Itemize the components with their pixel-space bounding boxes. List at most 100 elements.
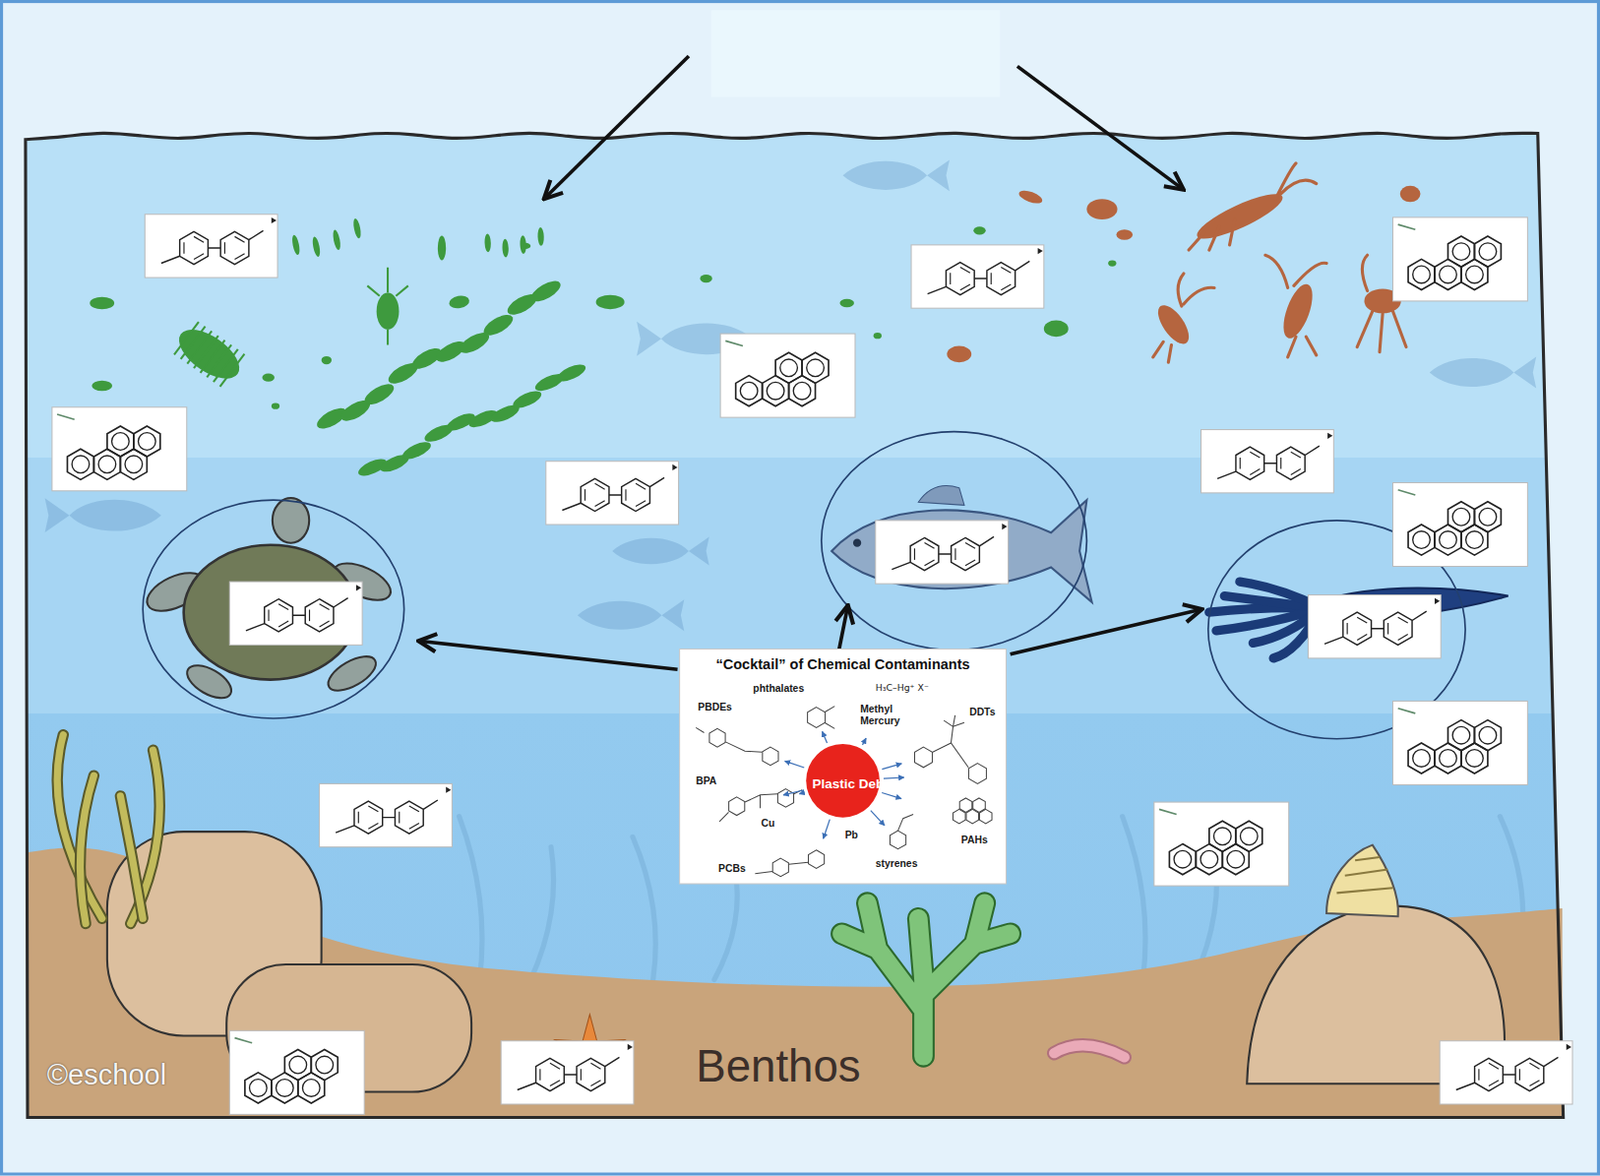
icon-card [1307, 595, 1441, 659]
benzene-ring [1235, 820, 1263, 852]
coral-outline [842, 903, 1011, 1057]
release-arrow [870, 810, 885, 826]
double-bond [235, 253, 246, 260]
corner-mark [1038, 247, 1044, 254]
animal-ring [821, 431, 1088, 651]
benzene-ring [762, 746, 779, 766]
phytoplankton-flagella [367, 267, 408, 346]
pcb-structure-icon [875, 520, 1009, 584]
benzene-ring [777, 789, 794, 808]
benzene-ring [394, 800, 424, 834]
corner-arrow [1398, 708, 1416, 714]
phytoplankton-chain [501, 239, 509, 258]
double-bond [358, 811, 360, 824]
double-bond [595, 500, 606, 507]
benzene-ring [107, 426, 134, 457]
double-bond [1529, 1062, 1539, 1069]
aromatic-ring [1413, 265, 1431, 284]
phytoplankton-chain [331, 229, 342, 251]
benzene-ring [772, 858, 789, 877]
aromatic-ring [766, 381, 785, 400]
corner-arrow [1159, 808, 1177, 814]
aromatic-ring [1452, 726, 1471, 744]
benzene-ring [1383, 612, 1413, 645]
corner-mark [1566, 1044, 1572, 1050]
corner-arrow [725, 340, 743, 346]
icon-card [1392, 217, 1528, 302]
pah-structure-icon [1154, 801, 1290, 886]
benzene-ring [1474, 236, 1501, 267]
corner-arrow [1398, 224, 1416, 230]
benzene-ring [986, 262, 1016, 296]
phytoplankton-spine [220, 354, 246, 387]
phytoplankton-chain [519, 235, 527, 254]
aromatic-ring [806, 359, 825, 377]
double-bond [235, 236, 246, 243]
aromatic-ring [780, 359, 799, 377]
icon-card [229, 1030, 365, 1114]
aromatic-ring [1466, 265, 1484, 284]
zooplankton [1017, 187, 1045, 206]
aromatic-ring [1478, 507, 1497, 526]
double-bond [965, 559, 976, 566]
icon-card [911, 245, 1045, 308]
double-bond [960, 284, 971, 291]
icon-card [229, 581, 363, 645]
double-bond [635, 500, 646, 507]
benzene-ring [1447, 720, 1475, 751]
contaminant-structures [695, 706, 992, 877]
phytoplankton [839, 299, 855, 308]
corner-mark [1001, 523, 1007, 530]
water-body [25, 132, 1564, 1117]
background-plant [459, 816, 483, 981]
circle-label: Plastic Debris [811, 769, 873, 792]
fish-eye [853, 539, 862, 548]
pcb-structure-icon [911, 245, 1045, 308]
bond [719, 790, 802, 822]
double-bond [1519, 1068, 1521, 1081]
double-bond [1347, 622, 1349, 635]
coral [842, 903, 1011, 1057]
icon-card [546, 461, 679, 525]
bond [1217, 445, 1320, 479]
double-bond [398, 811, 400, 824]
phytoplankton [376, 293, 400, 330]
icon-card [52, 407, 187, 492]
aromatic-ring [98, 455, 117, 474]
bond [246, 598, 349, 631]
benzene-ring [133, 426, 161, 457]
background-fish [843, 159, 950, 191]
double-bond [1398, 616, 1409, 623]
aromatic-ring [71, 455, 90, 474]
benzene-ring [576, 1057, 606, 1091]
benzene-ring [1343, 612, 1372, 645]
chemical-label: phthalates [752, 682, 804, 695]
double-bond [409, 822, 420, 829]
double-bond [1356, 634, 1367, 641]
double-bond [924, 542, 935, 549]
release-arrow [783, 790, 803, 796]
release-arrow [823, 819, 831, 840]
double-bond [584, 489, 586, 501]
double-bond [319, 604, 330, 611]
zone-label: Benthos [695, 1041, 861, 1093]
double-bond [278, 620, 289, 627]
bond [891, 536, 994, 569]
double-bond [308, 609, 310, 621]
chemical-label: DDTs [969, 706, 995, 719]
zooplankton [946, 346, 972, 364]
corner-mark [356, 584, 362, 591]
chemical-label: PBDEs [697, 700, 733, 713]
background-plant [1122, 816, 1146, 981]
phytoplankton [271, 403, 280, 410]
benzene-ring [305, 599, 334, 632]
phytoplankton [91, 380, 113, 391]
double-bond [1239, 457, 1241, 470]
phytoplankton-spine [200, 340, 226, 373]
double-bond [954, 548, 956, 560]
corner-arrow [57, 414, 75, 420]
flow-arrow [418, 640, 677, 670]
debris-circle [805, 743, 880, 818]
icon-card [720, 333, 856, 418]
